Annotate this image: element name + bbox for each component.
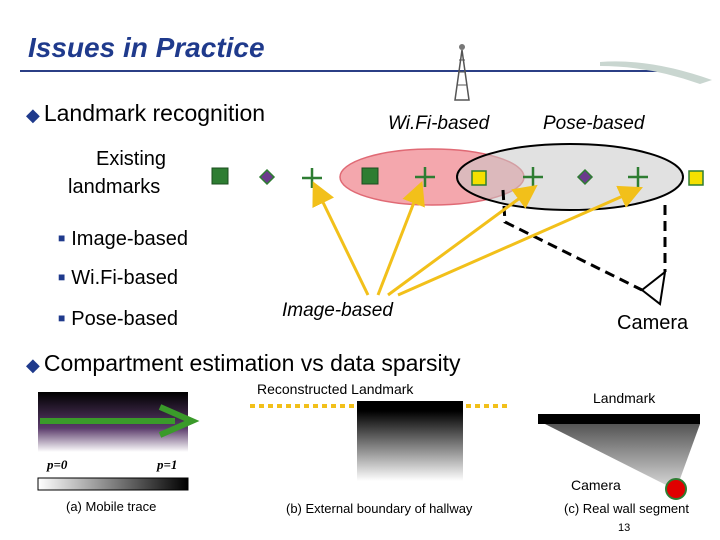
camera-red-dot	[665, 478, 687, 500]
existing-landmarks-line2: landmarks	[68, 176, 161, 198]
caption-external-boundary: (b) External boundary of hallway	[286, 501, 473, 516]
label-image-based: Image-based	[282, 300, 393, 321]
camera-view-cone	[545, 424, 700, 490]
camera-view-dashed-line	[501, 189, 643, 292]
sub-bullet-wifi-based: ■ Wi.Fi-based	[58, 267, 178, 290]
landmark-green-square	[361, 167, 379, 185]
landmark-purple-diamond	[258, 168, 276, 186]
landmark-bar	[357, 401, 463, 411]
square-bullet-icon: ■	[58, 270, 66, 284]
existing-landmarks-line1: Existing	[96, 148, 167, 170]
square-bullet-icon: ■	[58, 311, 66, 325]
label-camera-small: Camera	[571, 477, 621, 493]
bullet-compartment-estimation: ◆Compartment estimation vs data sparsity	[26, 350, 461, 377]
probability-scale-bar	[37, 477, 189, 491]
page-number: 13	[618, 522, 631, 534]
sub-bullet-image-based: ■ Image-based	[58, 228, 188, 251]
bullet-landmark-recognition: ◆Landmark recognition	[26, 100, 265, 127]
sub-bullet-text: Pose-based	[71, 308, 178, 330]
landmark-green-cross	[302, 167, 648, 188]
slide-title: Issues in Practice	[28, 32, 265, 63]
decorative-swoosh	[600, 61, 712, 84]
pose-region-ellipse	[456, 143, 684, 211]
caption-mobile-trace: (a) Mobile trace	[66, 499, 157, 514]
label-wifi-based: Wi.Fi-based	[388, 113, 490, 134]
title-underline	[20, 70, 660, 72]
landmark-purple-diamond	[576, 168, 594, 186]
hallway-boundary-gradient	[357, 411, 463, 481]
label-p0: p=0	[47, 457, 68, 472]
wifi-tower-icon	[454, 44, 470, 101]
diamond-bullet-icon: ◆	[26, 355, 40, 375]
landmark-green-square	[211, 167, 229, 185]
bullet-text: Landmark recognition	[43, 100, 266, 126]
label-p1: p=1	[157, 457, 178, 472]
sub-bullet-pose-based: ■ Pose-based	[58, 308, 178, 331]
label-landmark: Landmark	[593, 390, 656, 406]
wall-segment-bar	[538, 414, 700, 424]
label-pose-based: Pose-based	[543, 113, 645, 134]
square-bullet-icon: ■	[58, 231, 66, 245]
label-camera: Camera	[617, 312, 689, 334]
camera-icon	[640, 269, 667, 306]
mobile-trace-arrowhead	[158, 404, 200, 438]
image-based-arrows	[312, 180, 643, 297]
sub-bullet-text: Wi.Fi-based	[71, 267, 178, 289]
label-reconstructed-landmark: Reconstructed Landmark	[257, 381, 414, 397]
bullet-text: Compartment estimation vs data sparsity	[43, 350, 461, 376]
sub-bullet-text: Image-based	[71, 228, 188, 250]
landmark-yellow-marker	[471, 170, 704, 186]
diamond-bullet-icon: ◆	[26, 105, 40, 125]
caption-real-wall-segment: (c) Real wall segment	[564, 501, 689, 516]
